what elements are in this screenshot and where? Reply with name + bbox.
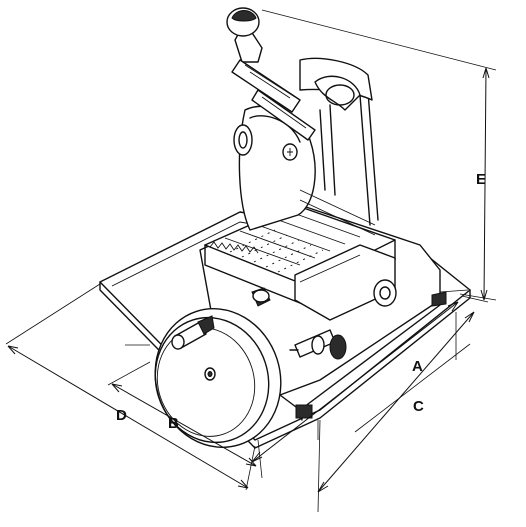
guide-lines bbox=[317, 312, 471, 440]
dimension-label-d: D bbox=[116, 407, 127, 424]
dimension-b: B bbox=[107, 344, 257, 467]
blade-housing bbox=[233, 105, 316, 231]
handwheel bbox=[154, 308, 282, 448]
dimension-label-b: B bbox=[168, 415, 179, 432]
dimension-label-a: A bbox=[412, 358, 423, 375]
knob-right bbox=[373, 279, 397, 307]
dimension-c: C bbox=[317, 295, 489, 513]
dimension-a: A bbox=[251, 289, 469, 479]
dimension-label-c: C bbox=[413, 398, 424, 415]
handwheel-grip bbox=[171, 315, 215, 350]
dimension-label-e: E bbox=[476, 171, 486, 188]
table-grip-pattern bbox=[229, 229, 324, 273]
dimension-d: D bbox=[5, 283, 256, 491]
top-lever bbox=[226, 7, 316, 141]
dimension-e: E bbox=[261, 9, 497, 301]
tower-arm bbox=[299, 57, 379, 236]
knob-left bbox=[251, 287, 271, 307]
feed-lever bbox=[289, 329, 347, 360]
